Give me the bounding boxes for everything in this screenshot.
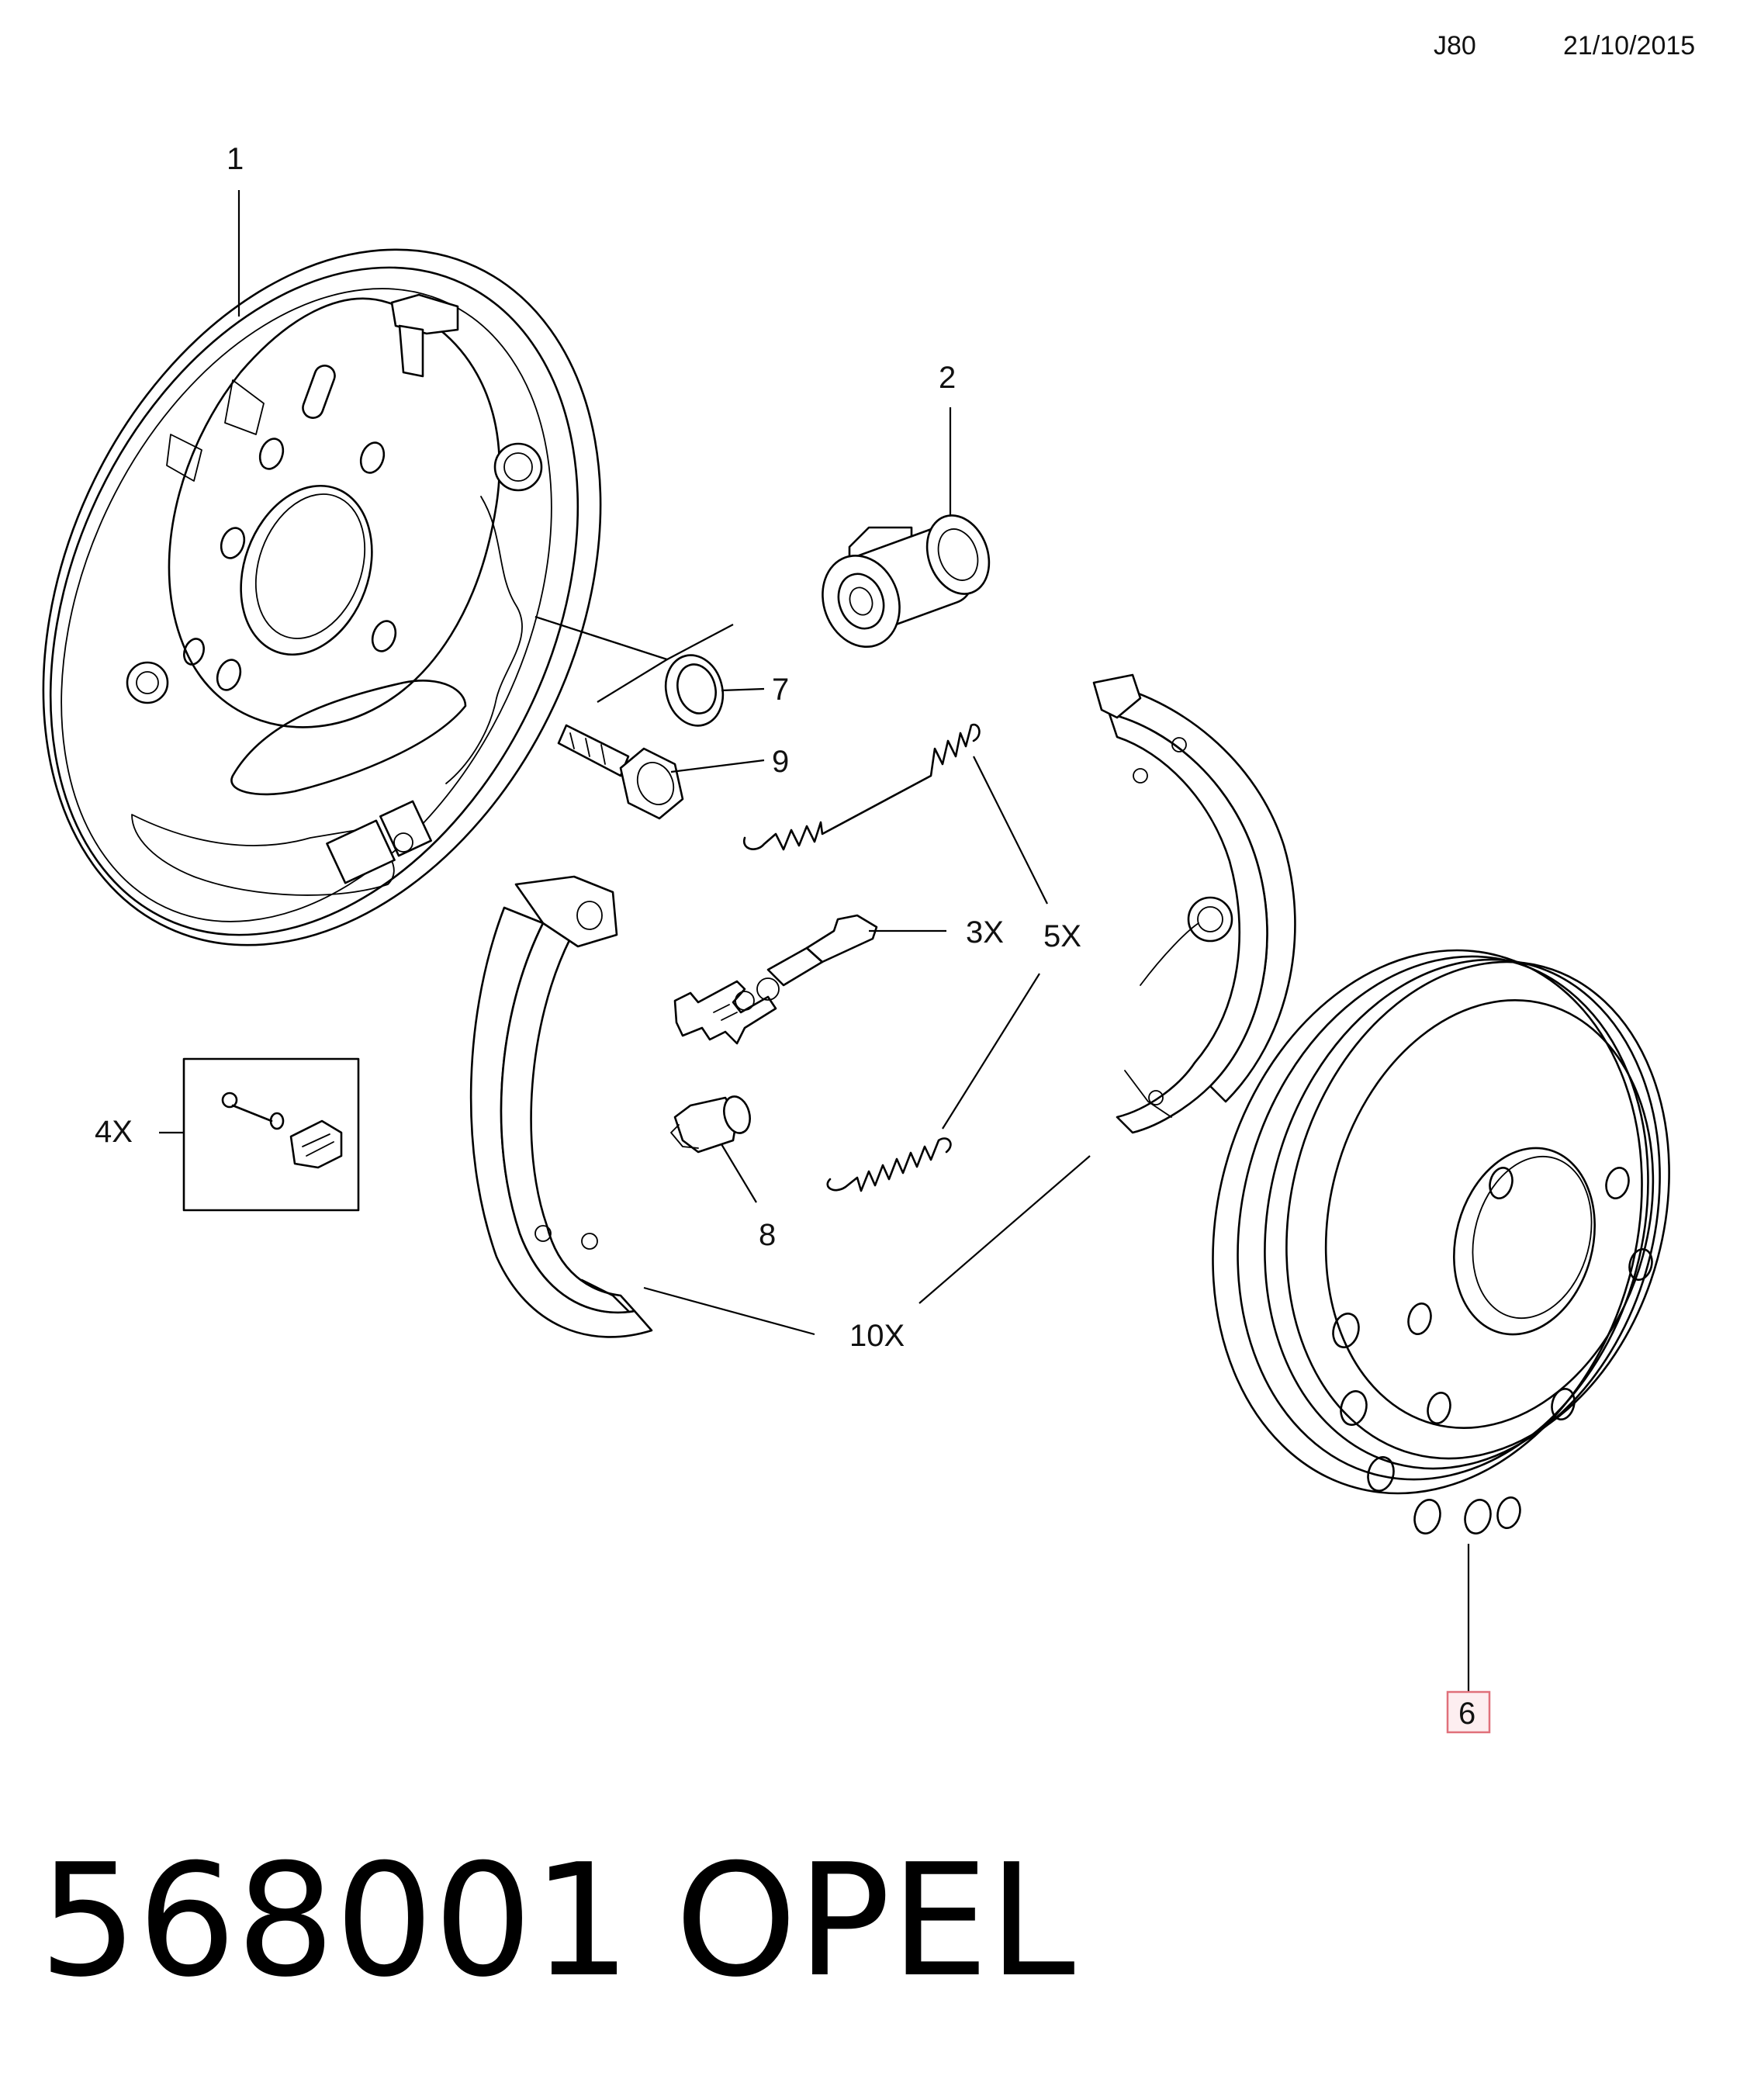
part-3-adjuster[interactable] <box>673 914 878 1045</box>
part-2-wheel-cylinder[interactable] <box>810 507 999 658</box>
leader-7 <box>721 687 765 692</box>
callout-10[interactable]: 10X <box>849 1319 905 1353</box>
leader-10-left <box>643 1286 815 1336</box>
callout-5[interactable]: 5X <box>1043 919 1081 953</box>
part-8-pin[interactable] <box>670 1094 754 1154</box>
part-4-hold-down-kit[interactable] <box>182 1057 360 1212</box>
part-6-brake-drum[interactable] <box>1154 901 1723 1542</box>
leader-10-right <box>918 1155 1091 1304</box>
leader-8 <box>721 1143 757 1203</box>
part-10-shoe-right[interactable] <box>1092 673 1296 1134</box>
diagram-date: 21/10/2015 <box>1563 31 1695 61</box>
leader-bracket-7-bottom <box>534 615 669 703</box>
part-9-bolt[interactable] <box>557 724 684 820</box>
leader-5-top <box>973 756 1048 905</box>
leader-9 <box>670 759 765 773</box>
callout-9[interactable]: 9 <box>772 745 789 779</box>
part-5-spring-upper[interactable] <box>742 723 981 851</box>
part-7-seal[interactable] <box>658 649 730 732</box>
callout-1[interactable]: 1 <box>227 142 244 176</box>
part-10-shoe-left[interactable] <box>469 875 653 1338</box>
diagram-code: J80 <box>1434 31 1476 61</box>
part-1-backing-plate[interactable] <box>0 159 708 1036</box>
callout-8[interactable]: 8 <box>759 1218 776 1252</box>
callout-6-highlight-box <box>1446 1690 1491 1734</box>
leader-5-bottom <box>942 973 1040 1130</box>
callout-2[interactable]: 2 <box>939 361 956 395</box>
callout-4[interactable]: 4X <box>95 1115 133 1149</box>
part-5-spring-lower[interactable] <box>826 1137 952 1192</box>
callout-3[interactable]: 3X <box>966 915 1004 950</box>
part-number: 568001 <box>39 1831 631 2012</box>
callout-7[interactable]: 7 <box>772 673 789 707</box>
brand-name: OPEL <box>675 1831 1075 2012</box>
callout-6[interactable]: 6 <box>1458 1697 1475 1731</box>
